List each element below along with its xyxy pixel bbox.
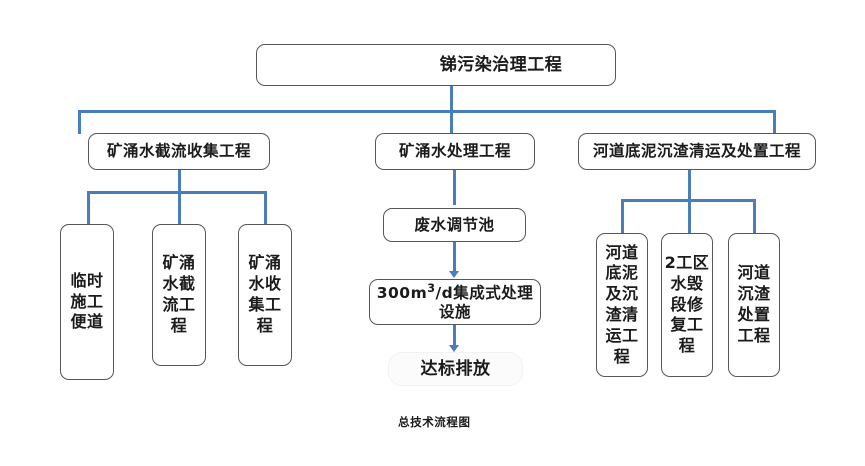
node-temp-road-label: 临时施工便道 xyxy=(70,270,104,332)
node-zone2-flood-damage-repair[interactable]: 2工区水毁段修复工程 xyxy=(661,233,713,377)
node-water-interception-works[interactable]: 矿涌水截流工程 xyxy=(152,224,206,366)
node-sediment-haulage-label: 河道底泥及沉渣清运工程 xyxy=(605,242,639,366)
node-compliant-discharge[interactable]: 达标排放 xyxy=(388,352,523,386)
connector-branch-3-stem xyxy=(688,170,691,202)
node-branch-2-label: 矿涌水处理工程 xyxy=(398,142,511,161)
connector-drop-branch-3 xyxy=(773,110,776,134)
node-zone2-repair-label: 2工区水毁段修复工程 xyxy=(664,253,710,356)
connector-branch-3-drop-2 xyxy=(688,199,691,234)
node-integrated-facility-label: 300m3/d集成式处理设施 xyxy=(376,282,534,322)
node-root-label: 锑污染治理工程 xyxy=(439,54,563,75)
connector-branch-1-drop-2 xyxy=(178,191,181,225)
node-water-interception-label: 矿涌水截流工程 xyxy=(162,253,196,335)
connector-branch-1-drop-1 xyxy=(87,191,90,225)
connector-branch-1-drop-3 xyxy=(264,191,267,225)
connector-tank-to-facility xyxy=(453,242,456,274)
node-river-sediment-haulage[interactable]: 河道底泥及沉渣清运工程 xyxy=(596,233,648,377)
cubic-superscript: 3 xyxy=(427,282,436,296)
node-river-sediment-disposal[interactable]: 河道沉渣处置工程 xyxy=(728,233,780,377)
node-wastewater-regulating-tank[interactable]: 废水调节池 xyxy=(383,208,526,242)
arrowhead-tank-to-facility xyxy=(449,271,459,278)
arrowhead-facility-to-discharge xyxy=(449,345,459,352)
node-branch-water-treatment[interactable]: 矿涌水处理工程 xyxy=(375,133,535,170)
connector-facility-to-discharge xyxy=(453,325,456,349)
node-branch-water-interception[interactable]: 矿涌水截流收集工程 xyxy=(88,133,270,170)
connector-branch-1-bus xyxy=(87,191,267,194)
node-integrated-treatment-facility[interactable]: 300m3/d集成式处理设施 xyxy=(369,279,541,325)
connector-main-bus xyxy=(78,110,776,113)
node-regulating-tank-label: 废水调节池 xyxy=(414,215,495,234)
connector-branch-3-drop-1 xyxy=(621,199,624,234)
connector-branch-3-drop-3 xyxy=(753,199,756,234)
node-branch-river-sediment[interactable]: 河道底泥沉渣清运及处置工程 xyxy=(578,133,816,170)
node-water-collection-label: 矿涌水收集工程 xyxy=(248,253,282,335)
node-root-antimony-project[interactable]: 锑污染治理工程 xyxy=(256,44,616,86)
connector-branch-2-to-tank xyxy=(453,170,456,205)
connector-branch-1-stem xyxy=(178,170,181,194)
node-water-collection-works[interactable]: 矿涌水收集工程 xyxy=(238,224,292,366)
node-temp-construction-road[interactable]: 临时施工便道 xyxy=(60,224,114,380)
node-sediment-disposal-label: 河道沉渣处置工程 xyxy=(737,263,771,345)
diagram-caption: 总技术流程图 xyxy=(398,415,471,429)
connector-drop-branch-1 xyxy=(78,110,81,134)
node-branch-3-label: 河道底泥沉渣清运及处置工程 xyxy=(592,142,801,161)
connector-root-stem xyxy=(450,86,453,149)
node-branch-1-label: 矿涌水截流收集工程 xyxy=(106,142,251,161)
node-compliant-discharge-label: 达标排放 xyxy=(420,358,491,379)
